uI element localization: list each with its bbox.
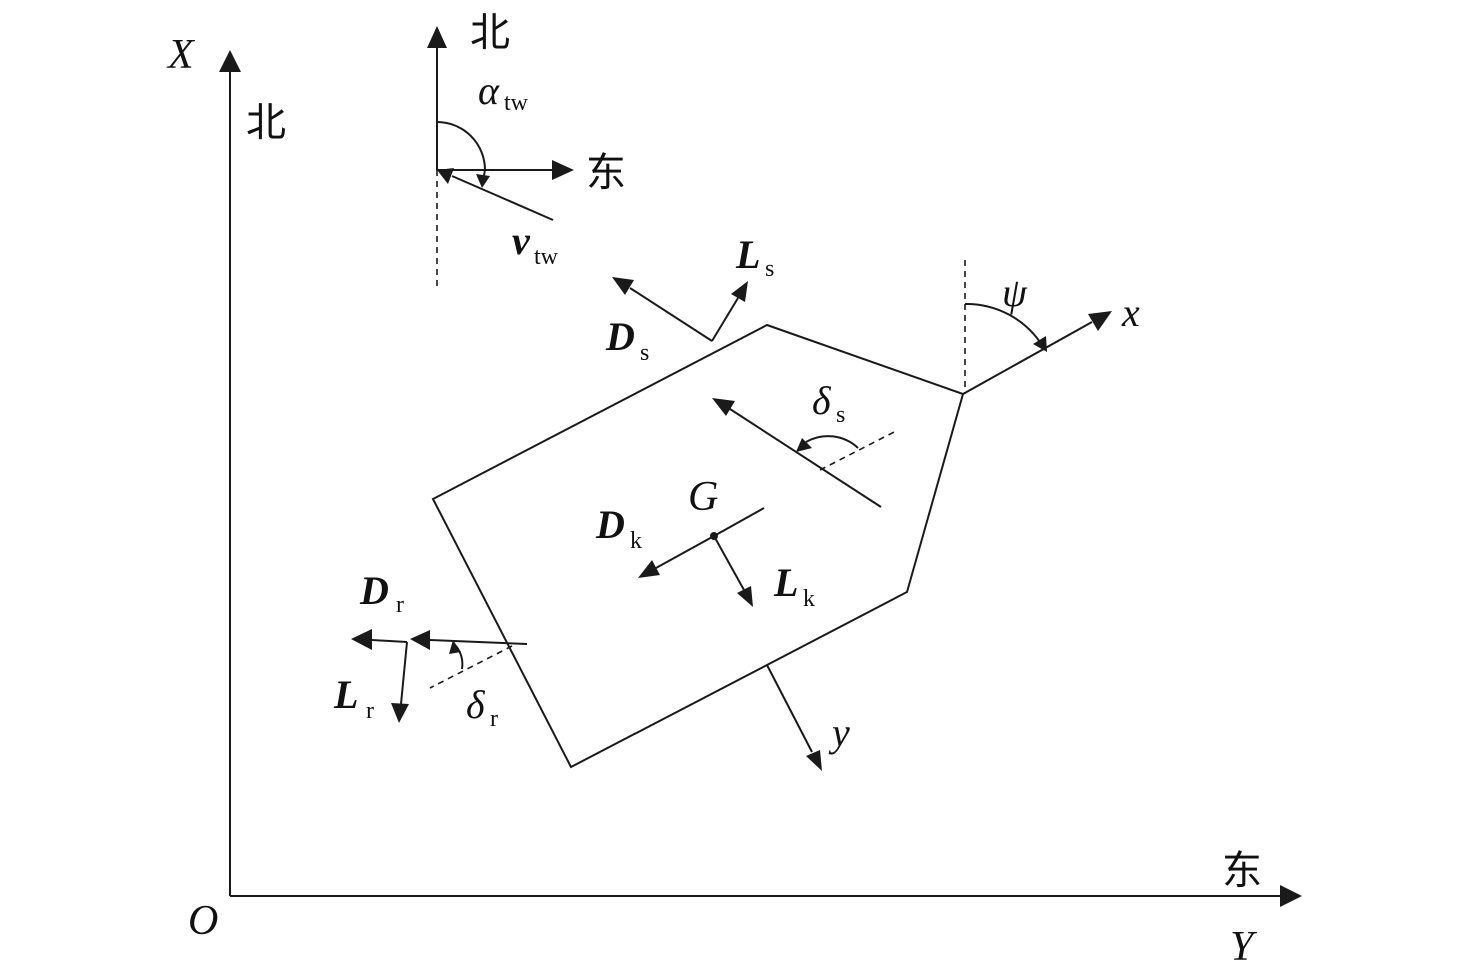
dk-symbol: D xyxy=(595,502,625,547)
y-axis-label: Y xyxy=(1230,924,1258,970)
lk-arrowhead xyxy=(737,586,753,607)
boat-hull xyxy=(431,323,965,769)
delta-r-arrowhead xyxy=(449,640,461,654)
delta-r-symbol: δ xyxy=(466,682,486,727)
lk-line xyxy=(713,535,745,591)
y-body-group: y xyxy=(766,664,850,771)
g-label: G xyxy=(688,474,718,520)
lk-symbol: L xyxy=(773,560,798,605)
dr-line xyxy=(371,639,408,643)
rudder-arrowhead xyxy=(410,630,430,650)
keel-line xyxy=(713,507,765,537)
dr-arrowhead xyxy=(351,629,372,650)
lr-line xyxy=(400,641,408,705)
ls-symbol: L xyxy=(735,232,760,277)
psi-arc-arrowhead xyxy=(1033,336,1047,352)
sail-arrowhead xyxy=(712,398,735,416)
delta-r-subscript: r xyxy=(490,706,498,732)
sail-group: δ s xyxy=(712,378,899,508)
dr-subscript: r xyxy=(396,592,404,618)
ds-subscript: s xyxy=(640,340,649,366)
y-body-line xyxy=(766,664,813,753)
north-label-main: 北 xyxy=(246,100,286,146)
lk-subscript: k xyxy=(803,586,815,612)
y-axis-arrowhead xyxy=(1280,885,1302,907)
ls-line xyxy=(711,297,739,342)
sail-forces: L s D s xyxy=(605,232,774,366)
y-body-arrowhead xyxy=(806,750,822,771)
wind-v-symbol: v xyxy=(512,218,531,263)
ls-subscript: s xyxy=(765,256,774,282)
x-axis-arrowhead xyxy=(219,50,241,72)
wind-vector-line xyxy=(451,175,554,221)
delta-s-arc xyxy=(805,435,859,449)
wind-v-subscript: tw xyxy=(534,244,559,270)
ds-symbol: D xyxy=(605,314,635,359)
lr-symbol: L xyxy=(333,672,358,717)
heading-x-arrowhead xyxy=(1088,311,1112,331)
wind-east-arrowhead xyxy=(552,160,574,180)
dk-subscript: k xyxy=(630,528,642,554)
wind-vector-arrowhead xyxy=(437,168,454,184)
origin-label: O xyxy=(188,898,218,944)
dr-symbol: D xyxy=(359,568,389,613)
x-axis-label: X xyxy=(166,32,196,78)
wind-east-label: 东 xyxy=(586,150,626,196)
alpha-arc-arrowhead xyxy=(476,174,490,188)
y-body-label: y xyxy=(828,710,850,755)
ds-line xyxy=(629,287,713,342)
psi-arc xyxy=(964,302,1043,346)
heading-x-line xyxy=(962,321,1093,395)
dk-arrowhead xyxy=(638,560,660,578)
alpha-arc xyxy=(436,121,487,183)
delta-s-subscript: s xyxy=(836,402,845,428)
alpha-subscript: tw xyxy=(504,90,529,116)
sail-line xyxy=(729,408,882,508)
global-axes: X 北 O 东 Y xyxy=(166,32,1302,970)
lr-arrowhead xyxy=(391,703,409,723)
delta-s-symbol: δ xyxy=(812,378,832,423)
psi-label: ψ xyxy=(1002,270,1028,315)
lr-subscript: r xyxy=(366,698,374,724)
heading-group: ψ x xyxy=(962,260,1140,395)
east-label-main: 东 xyxy=(1222,848,1262,894)
ds-arrowhead xyxy=(612,277,634,295)
wind-north-arrowhead xyxy=(427,26,447,48)
sail-dashed xyxy=(819,429,899,471)
rudder-dashed xyxy=(429,645,513,689)
wind-north-label: 北 xyxy=(470,10,510,56)
rudder-forces: D r L r δ r xyxy=(333,568,528,732)
wind-frame: 北 东 α tw v tw xyxy=(427,10,626,290)
keel-forces: G D k L k xyxy=(595,474,815,612)
rudder-line xyxy=(429,639,528,645)
dk-line xyxy=(655,535,715,569)
center-of-gravity-dot xyxy=(710,532,718,540)
delta-s-arrowhead xyxy=(796,438,812,452)
ls-arrowhead xyxy=(731,281,748,302)
x-body-label: x xyxy=(1121,290,1140,335)
alpha-symbol: α xyxy=(478,68,500,113)
